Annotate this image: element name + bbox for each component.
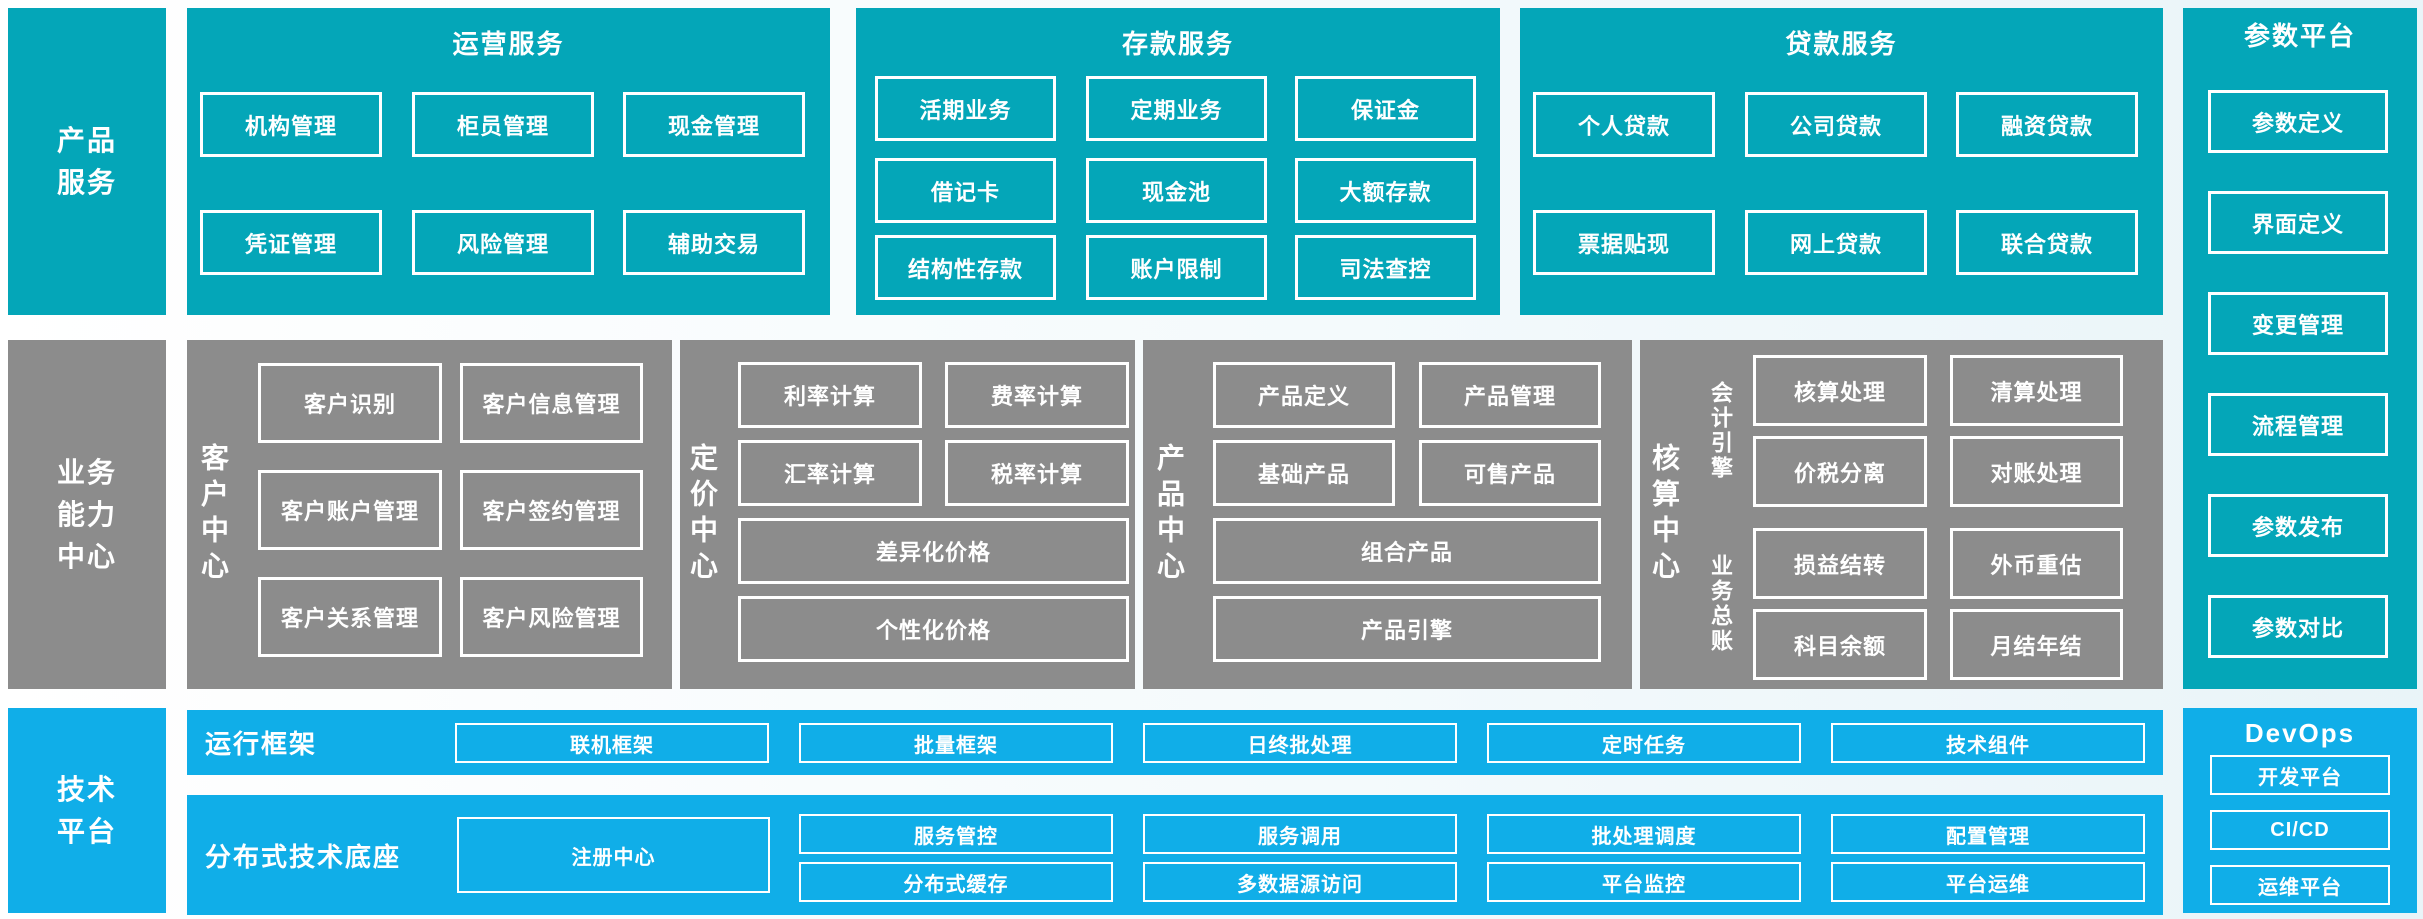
diagram-box: 费率计算 — [945, 362, 1129, 428]
diagram-box: 月结年结 — [1950, 609, 2123, 680]
diagram-box: 平台运维 — [1831, 862, 2145, 902]
section-devops: DevOps 开发平台 CI/CD 运维平台 — [2183, 708, 2417, 913]
diagram-box: 凭证管理 — [200, 210, 382, 275]
row-label: 分布式技术底座 — [205, 841, 402, 872]
diagram-box: 风险管理 — [412, 210, 594, 275]
diagram-box: 参数对比 — [2208, 595, 2388, 658]
section-accounting-center: 核算中心 会计引擎 核算处理 清算处理 价税分离 对账处理 业务总账 损益结转 … — [1640, 340, 2163, 689]
center-label: 客户中心 — [198, 442, 229, 587]
diagram-box: 客户关系管理 — [258, 577, 442, 657]
diagram-box: 开发平台 — [2210, 755, 2390, 795]
diagram-box: 参数定义 — [2208, 90, 2388, 153]
section-title: 参数平台 — [2243, 21, 2356, 51]
diagram-box: 外币重估 — [1950, 528, 2123, 599]
diagram-box: 客户账户管理 — [258, 470, 442, 550]
diagram-box: 批量框架 — [799, 723, 1113, 763]
diagram-box: 保证金 — [1295, 76, 1476, 141]
center-label: 产品中心 — [1154, 442, 1185, 587]
diagram-box: 多数据源访问 — [1143, 862, 1457, 902]
diagram-box: 活期业务 — [875, 76, 1056, 141]
diagram-box: 联合贷款 — [1956, 210, 2138, 275]
diagram-box: 价税分离 — [1753, 436, 1927, 507]
diagram-box: 现金管理 — [623, 92, 805, 157]
diagram-box: 产品引擎 — [1213, 596, 1601, 662]
diagram-box: 个人贷款 — [1533, 92, 1715, 157]
diagram-box-registry-center: 注册中心 — [457, 817, 770, 893]
diagram-box: 技术组件 — [1831, 723, 2145, 763]
diagram-box: 汇率计算 — [738, 440, 922, 506]
diagram-box: 损益结转 — [1753, 528, 1927, 599]
section-deposit-services: 存款服务 活期业务 定期业务 保证金 借记卡 现金池 大额存款 结构性存款 账户… — [856, 8, 1500, 315]
diagram-box: 网上贷款 — [1745, 210, 1927, 275]
section-pricing-center: 定价中心 利率计算 费率计算 汇率计算 税率计算 差异化价格 个性化价格 — [680, 340, 1135, 689]
diagram-box: 产品定义 — [1213, 362, 1395, 428]
section-operations-services: 运营服务 机构管理 柜员管理 现金管理 凭证管理 风险管理 辅助交易 — [187, 8, 830, 315]
section-loan-services: 贷款服务 个人贷款 公司贷款 融资贷款 票据贴现 网上贷款 联合贷款 — [1520, 8, 2163, 315]
section-distributed-tech-base: 分布式技术底座 注册中心 服务管控 分布式缓存 服务调用 多数据源访问 批处理调… — [187, 795, 2163, 915]
side-label-tech-platform: 技术 平台 — [8, 708, 166, 913]
diagram-box: 清算处理 — [1950, 355, 2123, 426]
section-title: 运营服务 — [452, 29, 565, 59]
center-label: 核算中心 — [1649, 442, 1680, 587]
diagram-box: 服务管控 — [799, 814, 1113, 854]
diagram-box: 公司贷款 — [1745, 92, 1927, 157]
diagram-box: 参数发布 — [2208, 494, 2388, 557]
section-runtime-framework: 运行框架 联机框架 批量框架 日终批处理 定时任务 技术组件 — [187, 710, 2163, 775]
section-title: DevOps — [2244, 718, 2356, 748]
group-label-accounting-engine: 会计引擎 — [1708, 381, 1733, 481]
diagram-box: 变更管理 — [2208, 292, 2388, 355]
diagram-box: 税率计算 — [945, 440, 1129, 506]
diagram-box: 客户签约管理 — [460, 470, 643, 550]
section-title: 存款服务 — [1121, 29, 1234, 59]
diagram-box: 客户信息管理 — [460, 363, 643, 443]
diagram-box: 定期业务 — [1086, 76, 1267, 141]
diagram-box: 司法查控 — [1295, 235, 1476, 300]
side-label-product-services: 产品 服务 — [8, 8, 166, 315]
diagram-box: 可售产品 — [1419, 440, 1601, 506]
diagram-box: 账户限制 — [1086, 235, 1267, 300]
diagram-box: 现金池 — [1086, 158, 1267, 223]
row-label: 运行框架 — [205, 729, 318, 759]
side-label-business-capability-center: 业务 能力 中心 — [8, 340, 166, 689]
diagram-box: 组合产品 — [1213, 518, 1601, 584]
diagram-box: 大额存款 — [1295, 158, 1476, 223]
diagram-box: 界面定义 — [2208, 191, 2388, 254]
diagram-box: 对账处理 — [1950, 436, 2123, 507]
diagram-box: 机构管理 — [200, 92, 382, 157]
diagram-box: 辅助交易 — [623, 210, 805, 275]
diagram-box: 运维平台 — [2210, 865, 2390, 905]
diagram-box: 基础产品 — [1213, 440, 1395, 506]
diagram-box: 日终批处理 — [1143, 723, 1457, 763]
diagram-box: 客户风险管理 — [460, 577, 643, 657]
diagram-box: 服务调用 — [1143, 814, 1457, 854]
diagram-box: 配置管理 — [1831, 814, 2145, 854]
group-label-business-ledger: 业务总账 — [1708, 554, 1733, 654]
diagram-box: 联机框架 — [455, 723, 769, 763]
diagram-box: 客户识别 — [258, 363, 442, 443]
diagram-box: 结构性存款 — [875, 235, 1056, 300]
section-product-center: 产品中心 产品定义 产品管理 基础产品 可售产品 组合产品 产品引擎 — [1143, 340, 1632, 689]
diagram-box: 批处理调度 — [1487, 814, 1801, 854]
center-label: 定价中心 — [687, 442, 718, 587]
diagram-box: 票据贴现 — [1533, 210, 1715, 275]
diagram-box: 流程管理 — [2208, 393, 2388, 456]
diagram-box: 借记卡 — [875, 158, 1056, 223]
section-customer-center: 客户中心 客户识别 客户信息管理 客户账户管理 客户签约管理 客户关系管理 客户… — [187, 340, 672, 689]
diagram-box: 分布式缓存 — [799, 862, 1113, 902]
diagram-box: 产品管理 — [1419, 362, 1601, 428]
diagram-box: 科目余额 — [1753, 609, 1927, 680]
diagram-box: CI/CD — [2210, 810, 2390, 850]
diagram-box: 个性化价格 — [738, 596, 1129, 662]
diagram-box: 融资贷款 — [1956, 92, 2138, 157]
diagram-box: 平台监控 — [1487, 862, 1801, 902]
diagram-box: 核算处理 — [1753, 355, 1927, 426]
section-parameter-platform: 参数平台 参数定义 界面定义 变更管理 流程管理 参数发布 参数对比 — [2183, 8, 2417, 689]
diagram-box: 利率计算 — [738, 362, 922, 428]
diagram-box: 差异化价格 — [738, 518, 1129, 584]
diagram-box: 定时任务 — [1487, 723, 1801, 763]
section-title: 贷款服务 — [1785, 29, 1898, 59]
diagram-box: 柜员管理 — [412, 92, 594, 157]
